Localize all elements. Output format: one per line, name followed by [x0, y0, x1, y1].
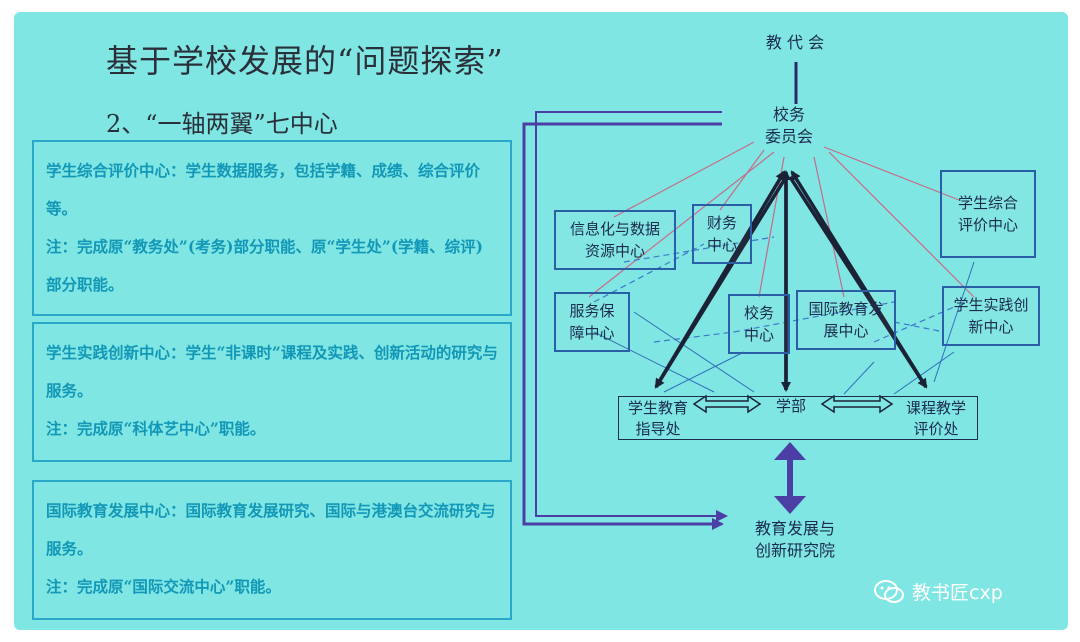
box-note: 注：完成原“教务处”(考务)部分职能、原“学生处”(学籍、综评)部分职能。	[46, 237, 483, 294]
center-info-data: 信息化与数据资源中心	[554, 210, 676, 270]
unit-line1: 课程教学	[905, 399, 966, 417]
purple-double-arrow	[774, 442, 806, 514]
box-description: 国际教育发展中心：国际教育发展研究、国际与港澳台交流研究与服务。	[46, 501, 496, 558]
watermark-text: 教书匠cxp	[912, 582, 1003, 604]
unit-curriculum-evaluation: 课程教学 评价处	[896, 398, 976, 440]
purple-arrow-committee-institute	[522, 122, 724, 530]
unit-student-guidance: 学生教育 指导处	[618, 398, 698, 440]
center-service: 服务保障中心	[554, 292, 630, 352]
center-label: 学生综合评价中心	[957, 194, 1018, 234]
unit-line2: 指导处	[635, 420, 681, 438]
purple-arrow-inner	[535, 111, 728, 522]
center-label: 校务中心	[743, 304, 774, 344]
box-description: 学生实践创新中心：学生“非课时”课程及实践、创新活动的研究与服务。	[46, 343, 498, 400]
unit-division: 学部	[775, 397, 806, 415]
institute-line2: 创新研究院	[754, 541, 835, 560]
info-box-student-practice: 学生实践创新中心：学生“非课时”课程及实践、创新活动的研究与服务。 注：完成原“…	[32, 322, 512, 462]
info-box-international: 国际教育发展中心：国际教育发展研究、国际与港澳台交流研究与服务。 注：完成原“国…	[32, 480, 512, 620]
box-description: 学生综合评价中心：学生数据服务，包括学籍、成绩、综合评价等。	[46, 161, 481, 218]
page-subtitle: 2、“一轴两翼”七中心	[106, 110, 338, 138]
school-committee-label: 校务 委员会	[744, 104, 834, 148]
page-title: 基于学校发展的“问题探索”	[106, 42, 504, 80]
box-note: 注：完成原“科体艺中心”职能。	[46, 419, 266, 438]
institute-label: 教育发展与 创新研究院	[740, 518, 850, 562]
center-label: 国际教育发展中心	[808, 300, 884, 340]
wechat-icon	[874, 579, 904, 603]
unit-double-arrows	[692, 394, 894, 414]
center-label: 学生实践创新中心	[953, 296, 1029, 336]
center-international: 国际教育发展中心	[796, 290, 896, 350]
org-chart-connectors	[522, 62, 975, 530]
center-label: 财务中心	[706, 214, 737, 254]
center-finance: 财务中心	[692, 204, 752, 264]
committee-line2: 委员会	[764, 127, 813, 146]
unit-line2: 评价处	[913, 420, 959, 438]
watermark: 教书匠cxp	[874, 578, 1003, 605]
committee-links	[588, 141, 975, 298]
unit-line1: 学生教育	[627, 399, 688, 417]
slide: 基于学校发展的“问题探索” 2、“一轴两翼”七中心 学生综合评价中心：学生数据服…	[14, 12, 1068, 630]
center-student-evaluation: 学生综合评价中心	[940, 170, 1036, 258]
staff-congress-label: 教 代 会	[765, 33, 825, 52]
box-note: 注：完成原“国际交流中心”职能。	[46, 577, 281, 596]
committee-line1: 校务	[772, 105, 805, 124]
institute-line1: 教育发展与	[754, 519, 835, 538]
main-axis-arrows	[654, 170, 928, 392]
center-affairs: 校务中心	[728, 294, 790, 354]
center-label: 信息化与数据资源中心	[569, 220, 660, 260]
center-unit-links	[593, 261, 975, 395]
center-label: 服务保障中心	[569, 302, 615, 342]
center-student-practice: 学生实践创新中心	[942, 286, 1040, 346]
info-box-student-evaluation: 学生综合评价中心：学生数据服务，包括学籍、成绩、综合评价等。 注：完成原“教务处…	[32, 140, 512, 316]
units-frame	[618, 396, 978, 440]
